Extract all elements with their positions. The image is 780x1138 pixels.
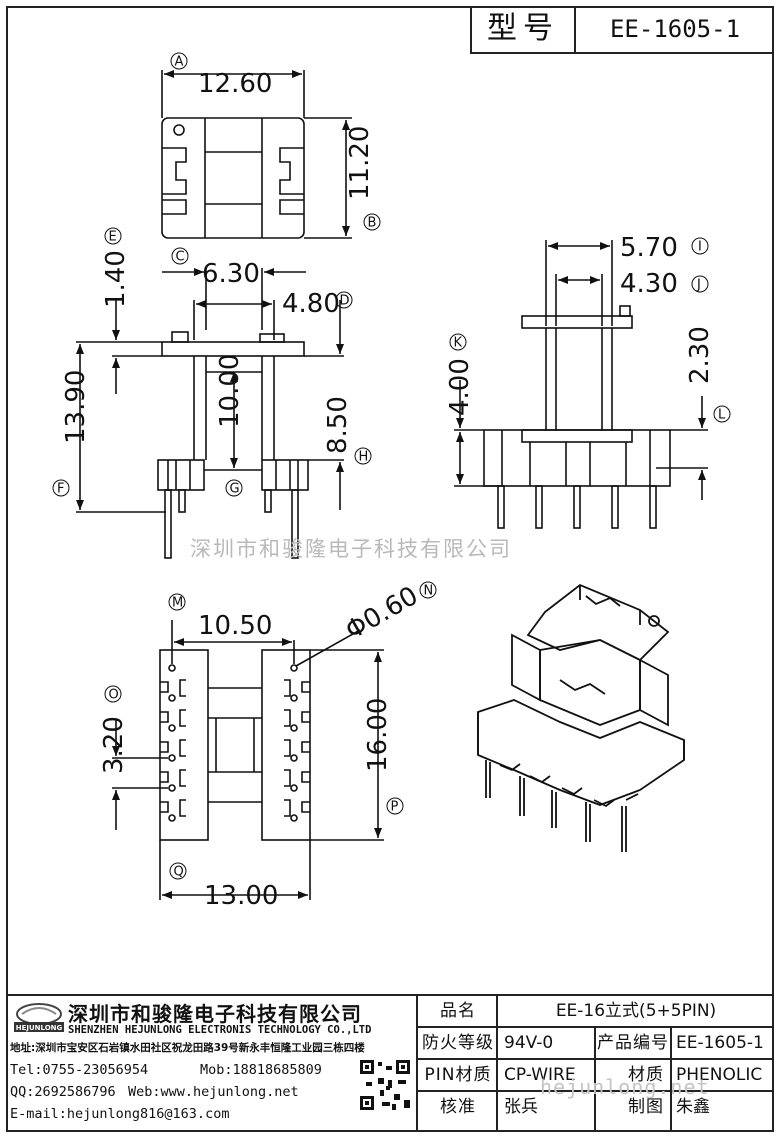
company-tel: Tel:0755-23056954 bbox=[10, 1062, 149, 1078]
company-qq: QQ:2692586796 bbox=[10, 1084, 116, 1100]
svg-text:G: G bbox=[230, 482, 240, 497]
callout-n: N bbox=[419, 581, 437, 599]
dim-k: 4.00 bbox=[445, 358, 475, 416]
callout-c: C bbox=[171, 247, 189, 265]
callout-p: P bbox=[386, 797, 404, 815]
front-view bbox=[76, 268, 344, 559]
callout-o: O bbox=[104, 685, 122, 703]
company-address: 地址:深圳市宝安区石岩镇水田社区祝龙田路39号新永丰恒隆工业园三栋四楼 bbox=[10, 1042, 365, 1054]
svg-text:L: L bbox=[718, 408, 726, 423]
spec-fire-label: 防火等级 bbox=[422, 1033, 494, 1053]
svg-text:D: D bbox=[340, 294, 350, 309]
callout-k: K bbox=[449, 333, 467, 351]
callout-a: A bbox=[170, 52, 188, 70]
callout-m: M bbox=[168, 593, 186, 611]
dim-top-width: 12.60 bbox=[198, 69, 272, 99]
spec-check-value: 张兵 bbox=[504, 1097, 538, 1117]
dim-pitch: 3.20 bbox=[99, 716, 129, 774]
svg-text:I: I bbox=[698, 240, 702, 255]
callout-h: H bbox=[354, 447, 372, 465]
top-view bbox=[161, 70, 352, 239]
spec-draw-value: 朱鑫 bbox=[676, 1097, 710, 1117]
dim-width: 13.00 bbox=[204, 881, 278, 911]
spec-mat-value: PHENOLIC bbox=[676, 1065, 763, 1085]
svg-text:N: N bbox=[424, 584, 434, 599]
watermark: 深圳市和骏隆电子科技有限公司 bbox=[190, 537, 512, 561]
model-label: 型号 bbox=[472, 6, 576, 52]
dim-top-height: 11.20 bbox=[345, 126, 375, 200]
callout-j: J bbox=[691, 275, 709, 293]
spec-code-label: 产品编号 bbox=[597, 1033, 669, 1053]
callout-g: G bbox=[225, 479, 243, 497]
dim-d: 4.80 bbox=[282, 289, 340, 319]
svg-text:M: M bbox=[172, 596, 183, 611]
model-box: 型号 EE-1605-1 bbox=[470, 6, 774, 54]
dim-m: 10.50 bbox=[198, 611, 272, 641]
dim-l: 2.30 bbox=[685, 326, 715, 384]
callout-l: L bbox=[713, 405, 731, 423]
dim-length: 16.00 bbox=[363, 698, 393, 772]
dim-e: 1.40 bbox=[101, 250, 131, 308]
dim-overall: 13.90 bbox=[61, 370, 91, 444]
callout-f: F bbox=[52, 479, 70, 497]
company-info: HEJUNLONG 深圳市和骏隆电子科技有限公司 SHENZHEN HEJUNL… bbox=[6, 996, 418, 1132]
svg-text:P: P bbox=[391, 800, 399, 815]
dim-j: 4.30 bbox=[620, 269, 678, 299]
svg-text:K: K bbox=[454, 336, 463, 351]
company-web: Web:www.hejunlong.net bbox=[128, 1084, 299, 1100]
callout-b: B bbox=[363, 213, 381, 231]
spec-draw-label: 制图 bbox=[628, 1097, 664, 1117]
qr-code bbox=[358, 1058, 412, 1112]
spec-name-value: EE-16立式(5+5PIN) bbox=[555, 1001, 717, 1021]
spec-check-label: 核准 bbox=[440, 1097, 476, 1117]
svg-text:HEJUNLONG: HEJUNLONG bbox=[16, 1024, 63, 1032]
spec-pin-label: PIN材质 bbox=[424, 1065, 492, 1085]
spec-pin-value: CP-WIRE bbox=[504, 1065, 576, 1085]
callout-e: E bbox=[104, 227, 122, 245]
svg-text:B: B bbox=[368, 216, 377, 231]
company-name-en: SHENZHEN HEJUNLONG ELECTRONIS TECHNOLOGY… bbox=[68, 1024, 372, 1036]
callouts: A B C D E F G H I J K L M N O P Q bbox=[52, 52, 731, 880]
dim-c: 6.30 bbox=[202, 259, 260, 289]
callout-d: D bbox=[335, 291, 353, 309]
spec-code-value: EE-1605-1 bbox=[676, 1033, 764, 1053]
spec-fire-value: 94V-0 bbox=[504, 1033, 554, 1053]
technical-drawing: 12.60 11.20 6.30 4.80 1.40 13.90 10.00 8… bbox=[52, 52, 731, 911]
dim-h: 8.50 bbox=[323, 396, 353, 454]
side-view bbox=[454, 240, 708, 529]
svg-text:F: F bbox=[57, 482, 64, 497]
company-email: E-mail:hejunlong816@163.com bbox=[10, 1106, 230, 1122]
callout-i: I bbox=[691, 237, 709, 255]
spec-name-label: 品名 bbox=[440, 1001, 476, 1021]
dim-i: 5.70 bbox=[620, 233, 678, 263]
svg-text:C: C bbox=[176, 250, 185, 265]
model-value: EE-1605-1 bbox=[609, 15, 741, 43]
bottom-view bbox=[112, 620, 384, 900]
isometric-view bbox=[477, 583, 685, 852]
spec-mat-label: 材质 bbox=[628, 1065, 664, 1085]
svg-text:Q: Q bbox=[174, 865, 184, 880]
title-block: HEJUNLONG 深圳市和骏隆电子科技有限公司 SHENZHEN HEJUNL… bbox=[6, 994, 774, 1132]
svg-text:O: O bbox=[109, 688, 119, 703]
dim-body: 10.00 bbox=[215, 354, 245, 428]
company-logo: HEJUNLONG bbox=[14, 1003, 64, 1032]
watermark-web: hejunlong.net bbox=[540, 1075, 710, 1099]
svg-text:E: E bbox=[109, 230, 117, 245]
company-name-cn: 深圳市和骏隆电子科技有限公司 bbox=[68, 1002, 362, 1026]
callout-q: Q bbox=[169, 862, 187, 880]
svg-text:J: J bbox=[696, 278, 701, 293]
svg-text:A: A bbox=[175, 55, 184, 70]
dim-pin-dia: Φ0.60 bbox=[341, 581, 424, 646]
svg-text:H: H bbox=[359, 450, 369, 465]
drawing-frame bbox=[6, 6, 774, 1132]
company-mob: Mob:18818685809 bbox=[200, 1062, 322, 1078]
